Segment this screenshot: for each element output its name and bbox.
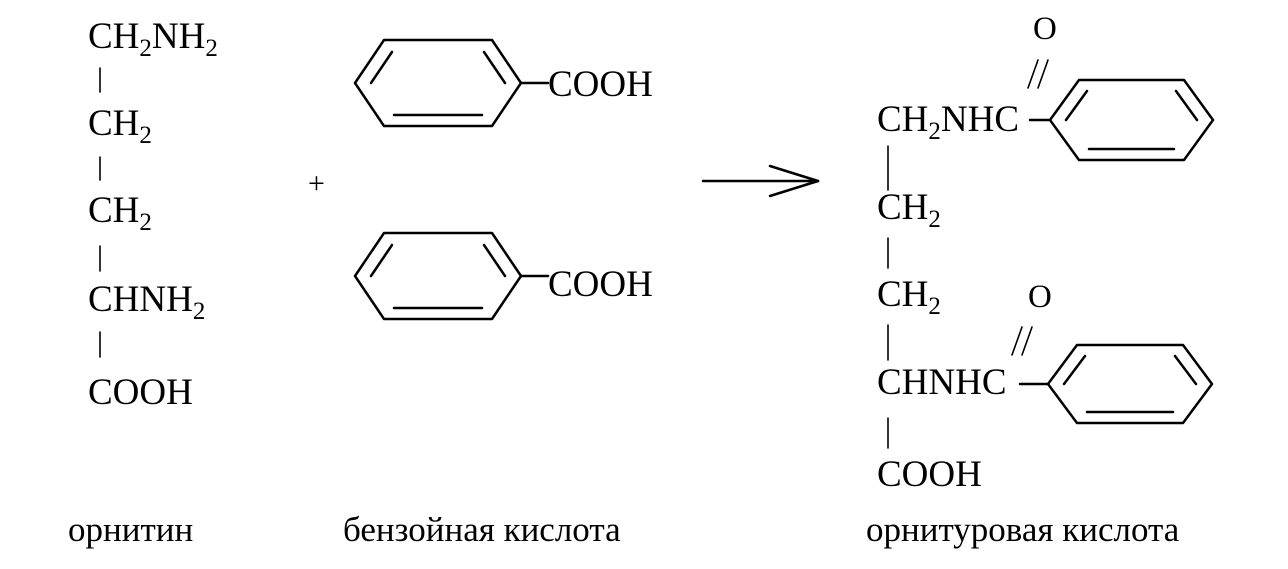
ornithine-ch2-b: CH2	[88, 190, 152, 236]
ornithine-ch2nh2: CH2NH2	[88, 16, 218, 62]
ornithuric-ch2-b: CH2	[877, 274, 941, 320]
benzoic-acid-top: COOH	[353, 38, 653, 128]
carbonyl-double-bond-bottom-2	[1021, 326, 1033, 356]
plus-sign: +	[308, 167, 325, 200]
carbonyl-double-bond-top-2	[1037, 59, 1049, 89]
benzene-ring-top	[353, 38, 523, 128]
ornithine-cooh: COOH	[88, 372, 193, 413]
benzene-ring-product-bottom	[1046, 343, 1214, 425]
caption-ornithine: орнитин	[68, 510, 193, 549]
carbonyl-double-bond-bottom-1	[1011, 326, 1023, 356]
benzoic-acid-bottom: COOH	[353, 231, 653, 321]
ornithuric-top-oxygen: O	[1033, 11, 1057, 47]
benzene-ring-product-top	[1048, 78, 1215, 162]
caption-benzoic-acid: бензойная кислота	[343, 510, 621, 549]
ornithuric-ch2-a: CH2	[877, 187, 941, 233]
benzene-ring-bottom	[353, 231, 523, 321]
benzoic-bottom-cooh: COOH	[548, 264, 653, 305]
ornithine-structure: CH2NH2 CH2 CH2 CHNH2 COOH	[88, 16, 218, 413]
ornithine-ch2-a: CH2	[88, 103, 152, 149]
reaction-arrow	[701, 164, 820, 198]
benzoic-top-cooh: COOH	[548, 64, 653, 105]
caption-ornithuric-acid: орнитуровая кислота	[866, 510, 1180, 549]
ornithuric-ch2nhc: CH2NHC	[877, 99, 1019, 145]
ornithine-chnh2: CHNH2	[88, 279, 205, 325]
ornithuric-acid-structure: O CH2NHC CH2 CH2 O CHNHC COOH	[877, 11, 1215, 495]
ornithuric-cooh: COOH	[877, 454, 982, 495]
ornithuric-bottom-oxygen: O	[1028, 279, 1052, 315]
ornithuric-chnhc: CHNHC	[877, 362, 1007, 403]
carbonyl-double-bond-top-1	[1027, 59, 1039, 89]
